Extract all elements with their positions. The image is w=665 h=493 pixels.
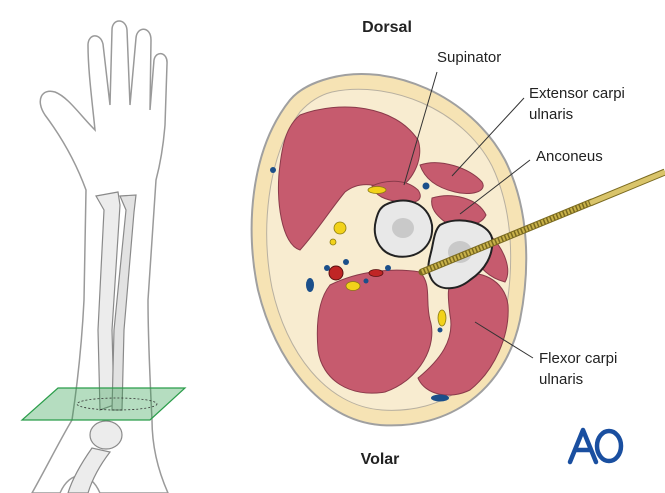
label-supinator: Supinator: [437, 49, 501, 66]
leader-extensor: [451, 97, 525, 177]
section-line: [76, 397, 158, 411]
vein-lateral: [270, 167, 276, 173]
vein-dorsal: [422, 182, 430, 190]
vein-radial-1: [324, 265, 330, 271]
label-extensor-line1: Extensor carpi: [529, 85, 625, 102]
label-volar: Volar: [361, 451, 400, 468]
muscle-supinator: [371, 180, 421, 204]
label-flexor-line2: ulnaris: [539, 371, 583, 388]
nerve-radial-1: [333, 221, 347, 235]
forearm-skeleton-icon: [20, 20, 187, 493]
muscle-flexor-carpi-ulnaris: [417, 272, 509, 396]
label-flexor-line1: Flexor carpi: [539, 350, 617, 367]
ao-logo-icon: [567, 427, 624, 465]
label-anconeus: Anconeus: [536, 148, 603, 165]
leader-flexor: [474, 321, 534, 359]
muscle-dorsal-radial: [277, 106, 421, 251]
nerve-radial-2: [329, 238, 337, 246]
vein-volar: [431, 394, 449, 402]
leader-supinator: [403, 71, 438, 186]
radius-marrow: [392, 218, 414, 238]
vein-radial-3: [306, 278, 314, 292]
section-plane: [20, 387, 187, 421]
threaded-pin-icon: [418, 168, 665, 276]
muscle-extensor-carpi-ulnaris: [419, 162, 484, 195]
neurovascular-bundles: [270, 167, 449, 402]
artery-radial: [328, 265, 344, 281]
nerve-median: [345, 281, 361, 291]
vein-radial-2: [343, 259, 349, 265]
arm-outline: [31, 20, 169, 493]
nerve-dorsal: [367, 186, 387, 194]
nerve-ulnar: [437, 309, 447, 327]
label-dorsal: Dorsal: [362, 19, 412, 36]
vein-ulnar-2: [363, 278, 369, 284]
muscle-volar: [316, 269, 433, 394]
vein-ulnar-1: [385, 265, 391, 271]
artery-ulnar: [368, 269, 384, 277]
leader-anconeus: [459, 159, 531, 215]
humerus-bone: [67, 447, 112, 493]
cross-section: [250, 73, 665, 427]
label-extensor-line2: ulnaris: [529, 106, 573, 123]
vein-ulnar-3: [437, 327, 443, 333]
elbow-joint: [89, 420, 123, 450]
